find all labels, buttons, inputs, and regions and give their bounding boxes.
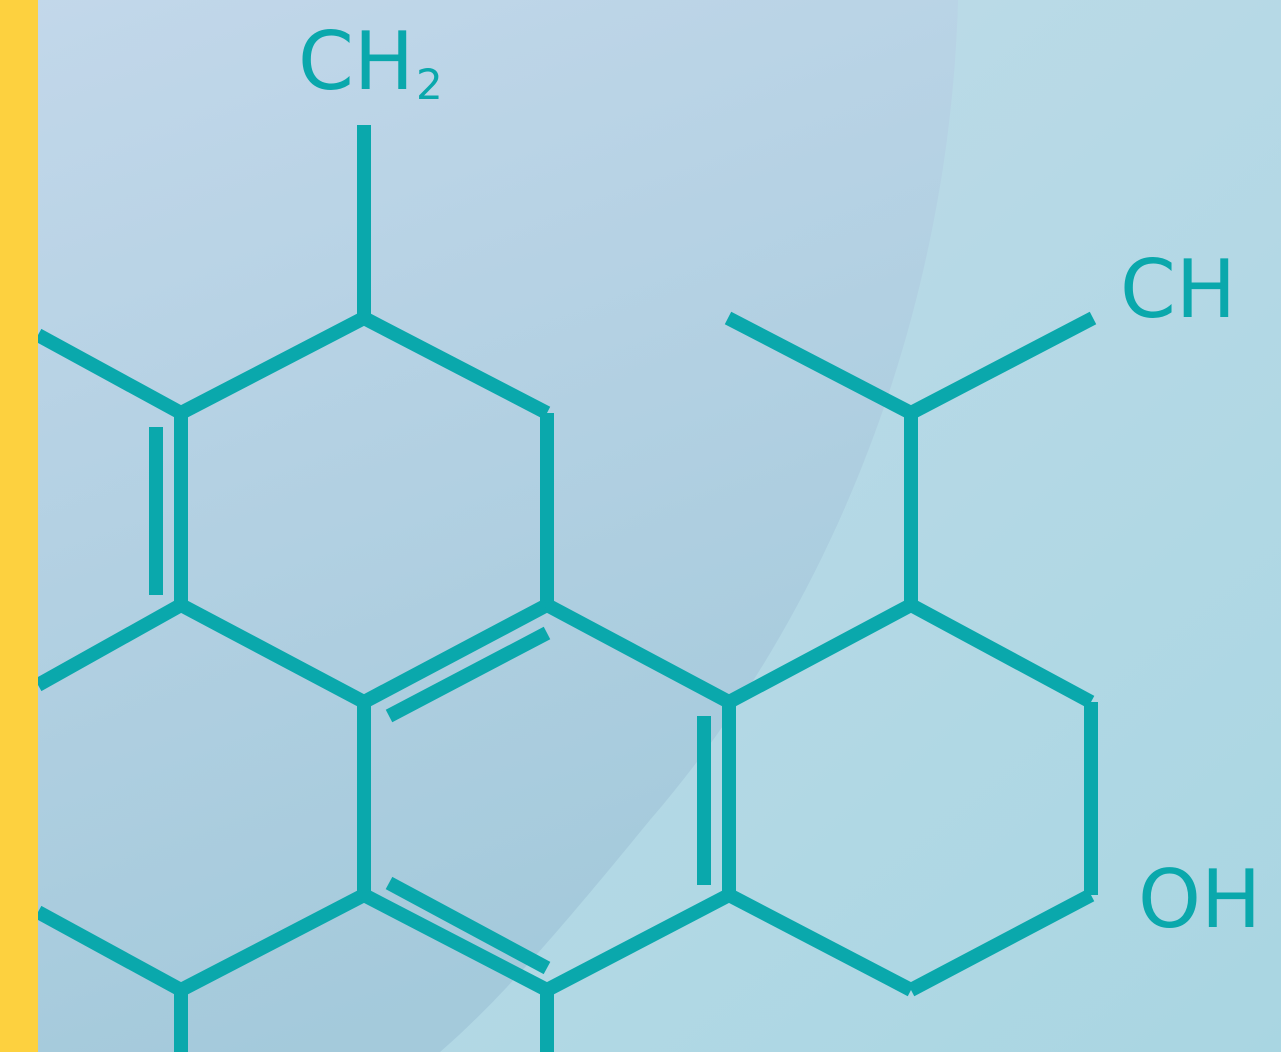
bond [543,598,733,709]
bond [177,598,368,709]
molecule-bonds [34,125,1098,1052]
ch2-subscript: 2 [416,60,443,109]
bond [177,888,368,997]
accent-stripe [0,0,38,1052]
oh-label: OH [1138,853,1262,946]
bond [907,598,1095,709]
bond [907,311,1097,420]
bond [360,598,551,709]
bond [177,311,368,420]
bond [725,598,915,709]
bond [34,905,185,997]
bond [360,311,551,420]
bond [360,888,551,997]
bond [725,888,915,997]
bond [34,598,185,692]
bond [543,888,733,997]
ch-label: CH [1120,243,1237,336]
ch2-main-text: CH [298,15,415,108]
double-bond-inner [385,876,551,975]
ch2-label: CH2 [298,22,443,106]
double-bond-inner [385,626,551,723]
bond [34,328,185,420]
lens-shape [38,0,958,1052]
bond [907,888,1095,997]
bond [724,311,915,420]
